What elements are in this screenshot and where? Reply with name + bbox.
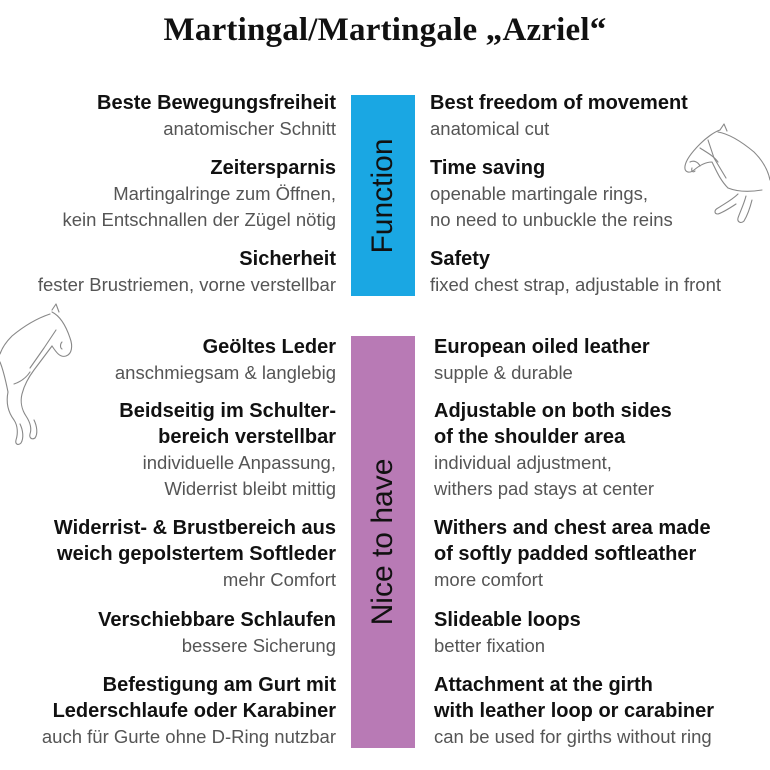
feature-heading: Widerrist- & Brustbereich aus weich gepo… bbox=[53, 517, 336, 565]
feature-heading: Zeitersparnis bbox=[210, 157, 336, 179]
feature-movement-de: Beste Bewegungsfreiheit anatomischer Sch… bbox=[97, 90, 336, 142]
feature-heading: Befestigung am Gurt mit Lederschlaufe od… bbox=[52, 674, 336, 722]
feature-time-saving-en: Time saving openable martingale rings, n… bbox=[430, 155, 673, 233]
feature-description: bessere Sicherung bbox=[181, 635, 336, 656]
feature-description: individuelle Anpassung, Widerrist bleibt… bbox=[142, 452, 336, 499]
feature-description: openable martingale rings, no need to un… bbox=[430, 183, 673, 230]
feature-heading: Sicherheit bbox=[239, 248, 336, 270]
horse-sketch-icon bbox=[0, 303, 73, 445]
feature-description: anatomischer Schnitt bbox=[163, 118, 336, 139]
feature-description: mehr Comfort bbox=[222, 569, 336, 590]
function-band: Function bbox=[351, 95, 415, 296]
feature-shoulder-de: Beidseitig im Schulter- bereich verstell… bbox=[119, 398, 336, 502]
feature-heading: Verschiebbare Schlaufen bbox=[98, 609, 336, 631]
feature-padding-en: Withers and chest area made of softly pa… bbox=[434, 515, 711, 593]
feature-girth-en: Attachment at the girth with leather loo… bbox=[434, 672, 714, 750]
feature-description: individual adjustment, withers pad stays… bbox=[434, 452, 655, 499]
feature-heading: Beidseitig im Schulter- bereich verstell… bbox=[119, 400, 336, 448]
feature-safety-en: Safety fixed chest strap, adjustable in … bbox=[430, 246, 721, 298]
feature-heading: European oiled leather bbox=[434, 336, 650, 358]
feature-description: anschmiegsam & langlebig bbox=[114, 362, 336, 383]
feature-padding-de: Widerrist- & Brustbereich aus weich gepo… bbox=[54, 515, 336, 593]
feature-description: anatomical cut bbox=[430, 118, 550, 139]
feature-description: better fixation bbox=[434, 635, 546, 656]
nice-to-have-band: Nice to have bbox=[351, 336, 415, 748]
feature-heading: Safety bbox=[430, 248, 491, 270]
feature-description: fixed chest strap, adjustable in front bbox=[430, 274, 722, 295]
function-band-label: Function bbox=[366, 137, 399, 254]
horse-sketch-icon bbox=[684, 123, 770, 223]
feature-heading: Geöltes Leder bbox=[202, 336, 336, 358]
feature-time-saving-de: Zeitersparnis Martingalringe zum Öffnen,… bbox=[62, 155, 336, 233]
feature-description: can be used for girths without ring bbox=[434, 726, 712, 747]
feature-description: more comfort bbox=[434, 569, 543, 590]
feature-leather-de: Geöltes Leder anschmiegsam & langlebig bbox=[115, 334, 336, 386]
feature-girth-de: Befestigung am Gurt mit Lederschlaufe od… bbox=[42, 672, 336, 750]
feature-safety-de: Sicherheit fester Brustriemen, vorne ver… bbox=[38, 246, 336, 298]
feature-heading: Attachment at the girth with leather loo… bbox=[434, 674, 715, 722]
nice-to-have-band-label: Nice to have bbox=[366, 458, 399, 626]
feature-description: auch für Gurte ohne D-Ring nutzbar bbox=[41, 726, 336, 747]
feature-shoulder-en: Adjustable on both sides of the shoulder… bbox=[434, 398, 672, 502]
feature-heading: Time saving bbox=[430, 157, 546, 179]
feature-loops-de: Verschiebbare Schlaufen bessere Sicherun… bbox=[98, 607, 336, 659]
feature-heading: Slideable loops bbox=[434, 609, 581, 631]
feature-leather-en: European oiled leather supple & durable bbox=[434, 334, 650, 386]
feature-description: supple & durable bbox=[434, 362, 573, 383]
feature-heading: Adjustable on both sides of the shoulder… bbox=[434, 400, 672, 448]
feature-movement-en: Best freedom of movement anatomical cut bbox=[430, 90, 688, 142]
feature-description: Martingalringe zum Öffnen, kein Entschna… bbox=[62, 183, 336, 230]
page-title: Martingal/Martingale „Azriel“ bbox=[163, 12, 607, 48]
feature-description: fester Brustriemen, vorne verstellbar bbox=[37, 274, 336, 295]
feature-heading: Beste Bewegungsfreiheit bbox=[97, 92, 336, 114]
feature-loops-en: Slideable loops better fixation bbox=[434, 607, 581, 659]
feature-heading: Withers and chest area made of softly pa… bbox=[434, 517, 711, 565]
feature-heading: Best freedom of movement bbox=[430, 92, 688, 114]
